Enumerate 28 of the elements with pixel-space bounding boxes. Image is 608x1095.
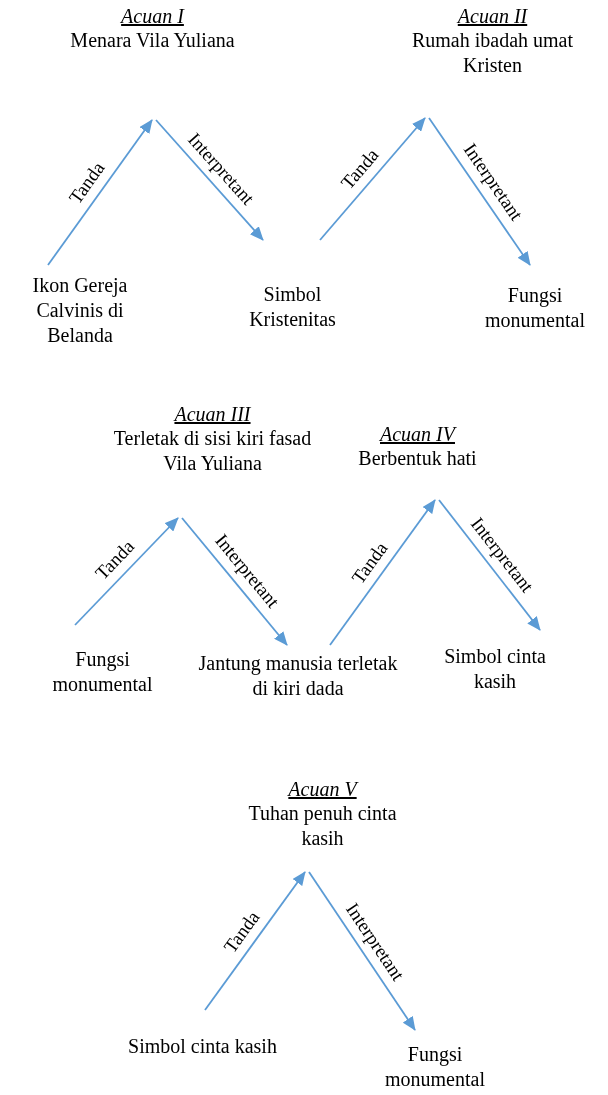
- reference-heading: Acuan I: [121, 4, 184, 28]
- arrow: [181, 517, 288, 646]
- node-text: Tuhan penuh cinta kasih: [247, 801, 398, 851]
- node-text: Jantung manusia terletak di kiri dada: [198, 651, 398, 701]
- node-text: Menara Vila Yuliana: [70, 28, 235, 53]
- node-text: Fungsi monumental: [384, 1042, 486, 1092]
- arrow: [428, 117, 531, 266]
- arrow: [204, 871, 306, 1011]
- arrow: [438, 499, 541, 631]
- node-text: Terletak di sisi kiri fasad Vila Yuliana: [112, 426, 313, 476]
- node-text: Simbol Kristenitas: [248, 282, 337, 332]
- arrow: [319, 117, 426, 241]
- node-text: Rumah ibadah umat Kristen: [410, 28, 575, 78]
- reference-heading: Acuan II: [457, 4, 528, 28]
- arrow: [329, 499, 436, 646]
- node-text: Simbol cinta kasih: [128, 1034, 277, 1059]
- arrow: [155, 119, 264, 241]
- arrow: [74, 517, 179, 626]
- node-text: Berbentuk hati: [358, 446, 477, 471]
- reference-heading: Acuan III: [174, 402, 251, 426]
- arrow: [47, 119, 153, 266]
- node-text: Fungsi monumental: [484, 283, 586, 333]
- node-text: Simbol cinta kasih: [443, 644, 547, 694]
- reference-heading: Acuan IV: [380, 422, 455, 446]
- node-text: Fungsi monumental: [51, 647, 154, 697]
- node-text: Ikon Gereja Calvinis di Belanda: [31, 273, 129, 348]
- reference-heading: Acuan V: [288, 777, 357, 801]
- arrow: [308, 871, 416, 1031]
